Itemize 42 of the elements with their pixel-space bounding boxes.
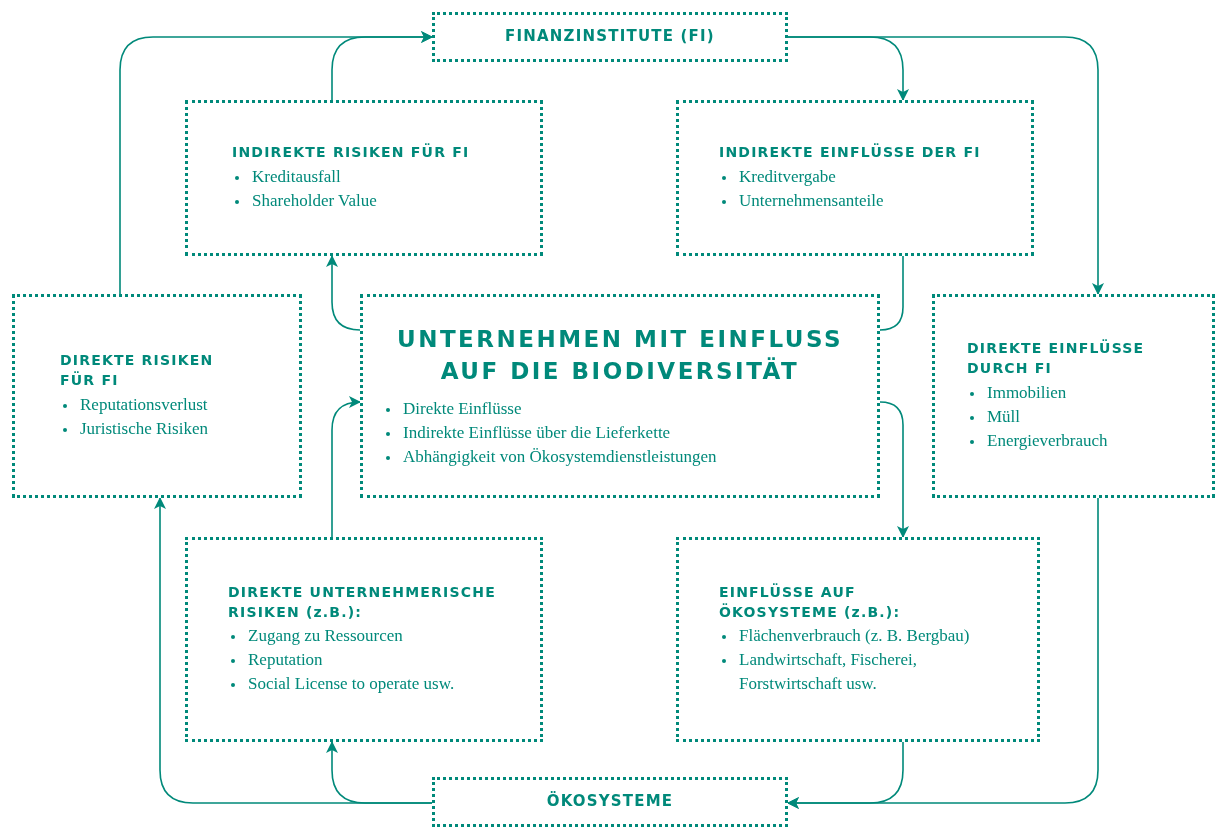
- box-heading: INDIREKTE EINFLÜSSE DER FI: [719, 143, 981, 163]
- bullet-item: Zugang zu Ressourcen: [248, 626, 403, 646]
- bullet-item: Abhängigkeit von Ökosystemdienstleistungen: [403, 447, 717, 467]
- bullet-item: Kreditausfall: [252, 166, 341, 186]
- bullet-item: Social License to operate usw.: [248, 674, 455, 694]
- dotted-box: [185, 100, 543, 256]
- bullet-item: Kreditvergabe: [739, 166, 836, 186]
- box-heading: EINFLÜSSE AUF ÖKOSYSTEME (z.B.):: [719, 582, 902, 622]
- bullet-item: Indirekte Einflüsse über die Lieferkette: [403, 423, 671, 443]
- dotted-box: [432, 777, 788, 827]
- arrow: [326, 255, 361, 331]
- box-heading: ÖKOSYSTEME: [546, 790, 674, 812]
- bullet-item: Unternehmensanteile: [739, 190, 884, 210]
- arrow: [787, 741, 904, 809]
- arrow: [787, 36, 1104, 295]
- bullet-item: Juristische Risiken: [80, 418, 208, 438]
- dotted-box: [676, 100, 1034, 256]
- dotted-box: [360, 294, 880, 498]
- bullet-item: Immobilien: [987, 382, 1067, 402]
- box-heading: DIREKTE UNTERNEHMERISCHE RISIKEN (z.B.):: [228, 582, 497, 622]
- dotted-box: [432, 12, 788, 62]
- bullet-item: Energieverbrauch: [987, 430, 1108, 450]
- bullet-item: Shareholder Value: [252, 190, 377, 210]
- bullet-item: Reputation: [248, 650, 323, 670]
- box-heading: UNTERNEHMEN MIT EINFLUSS AUF DIE BIODIVERSITÄT: [395, 324, 845, 386]
- arrow: [331, 31, 433, 101]
- bullet-item: Müll: [987, 406, 1021, 426]
- box-heading: FINANZINSTITUTE (FI): [505, 25, 715, 47]
- dotted-box: [676, 537, 1040, 742]
- arrow: [331, 396, 361, 538]
- arrow: [154, 497, 433, 804]
- box-heading: DIREKTE RISIKEN FÜR FI: [60, 351, 215, 390]
- box-heading: INDIREKTE RISIKEN FÜR FI: [232, 143, 470, 163]
- dotted-box: [185, 537, 543, 742]
- bullet-item: Direkte Einflüsse: [403, 399, 522, 419]
- dotted-box: [12, 294, 302, 498]
- box-heading: DIREKTE EINFLÜSSE DURCH FI: [967, 339, 1146, 378]
- bullet-item: Reputationsverlust: [80, 394, 208, 414]
- bullet-item: Flächenverbrauch (z. B. Bergbau): [739, 626, 970, 646]
- dotted-box: [932, 294, 1215, 498]
- arrow: [879, 401, 909, 538]
- bullet-item: Landwirtschaft, Fischerei, Forstwirtschaft usw.: [739, 650, 917, 694]
